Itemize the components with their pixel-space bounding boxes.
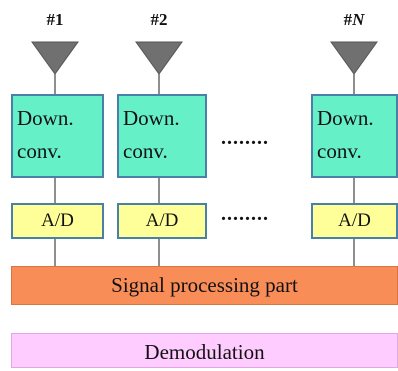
antenna-n-label-var: N (352, 10, 365, 29)
antenna-2-label: #2 (150, 10, 168, 29)
down-converter-ellipsis: ........ (221, 127, 269, 149)
antenna-1-icon (31, 41, 79, 75)
antenna-n-label-prefix: # (343, 10, 353, 29)
ad-ellipsis: ........ (221, 203, 269, 225)
down-converter-1: Down. conv. (11, 94, 104, 178)
down-converter-2: Down. conv. (117, 94, 207, 178)
signal-processing-block: Signal processing part (11, 266, 398, 305)
down-converter-n: Down. conv. (311, 94, 398, 178)
demodulation-block: Demodulation (11, 333, 398, 368)
ad-converter-1: A/D (11, 203, 104, 239)
ad-converter-n: A/D (311, 203, 398, 239)
antenna-1-label: #1 (46, 10, 64, 29)
antenna-n-icon (330, 41, 378, 75)
ad-converter-2: A/D (117, 203, 207, 239)
antenna-2-icon (135, 41, 183, 75)
antenna-n-label: #N (329, 10, 379, 30)
